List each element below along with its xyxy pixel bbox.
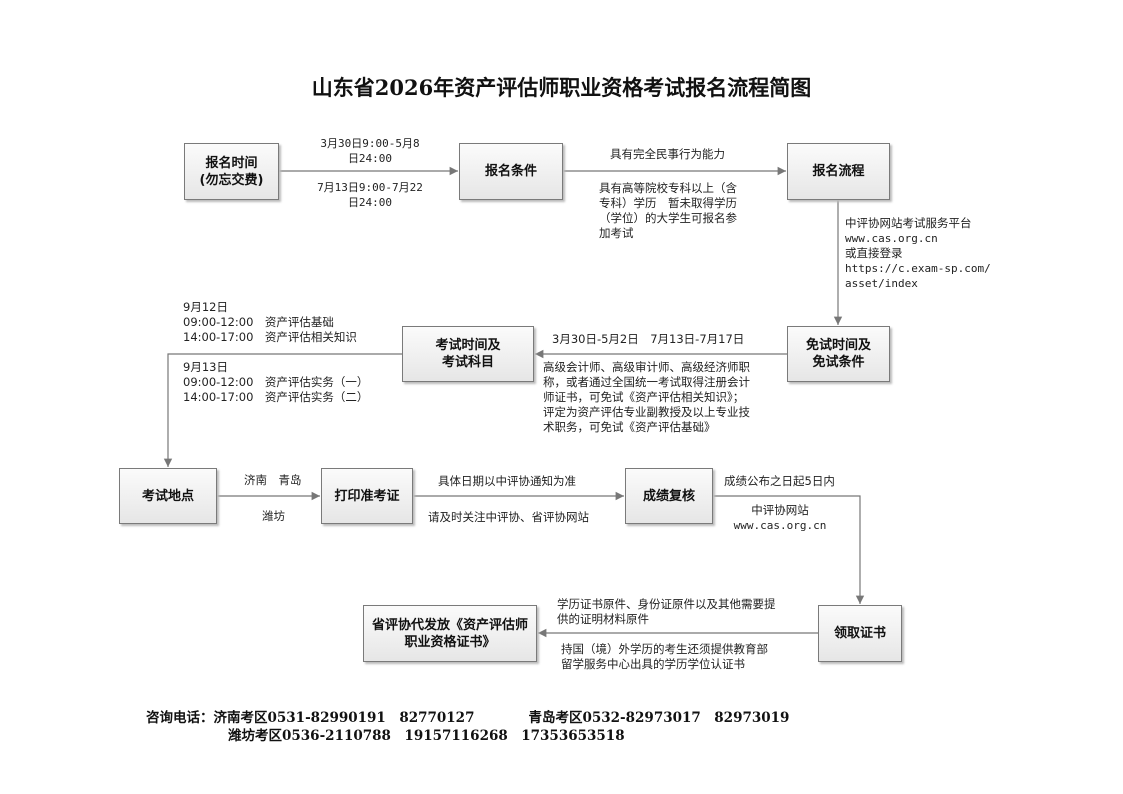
contact-phones-line-1: 咨询电话：济南考区0531-82990191 82770127 青岛考区0532… [146,710,790,726]
exemption-period: 3月30日-5月2日 7月13日-7月17日 [552,332,745,346]
exemption-conditions: 高级会计师、高级审计师、高级经济师职称，或者通过全国统一考试取得注册会计师证书，… [543,360,750,434]
box-label: 免试条件 [812,355,865,370]
box-certificate-issue: 省评协代发放《资产评估师 职业资格证书》 [363,605,537,662]
exam-cities-2: 潍坊 [262,509,285,523]
box-label: 报名条件 [484,164,537,179]
print-date-note: 具体日期以中评协通知为准 [438,474,576,488]
box-label: 成绩复核 [642,488,695,504]
print-website-note: 请及时关注中评协、省评协网站 [428,510,589,524]
exam-cities-1: 济南 青岛 [244,473,302,487]
box-registration-conditions: 报名条件 [459,143,563,200]
review-time: 成绩公布之日起5日内 [724,474,835,488]
box-exemption: 免试时间及 免试条件 [787,326,890,382]
box-label: 领取证书 [833,626,886,641]
box-label: 考试时间及 [435,338,501,353]
box-label: 省评协代发放《资产评估师 [371,617,528,633]
page-title: 山东省2026年资产评估师职业资格考试报名流程简图 [311,75,812,100]
box-label: 职业资格证书》 [404,634,496,650]
receive-foreign-degree: 持国（境）外学历的考生还须提供教育部留学服务中心出具的学历学位认证书 [561,642,768,671]
receive-documents: 学历证书原件、身份证原件以及其他需要提供的证明材料原件 [557,597,776,626]
box-exam-location: 考试地点 [119,468,217,524]
box-print-admission: 打印准考证 [321,468,413,524]
box-label: 报名流程 [812,164,865,179]
box-registration-process: 报名流程 [787,143,890,200]
condition-civil-capacity: 具有完全民事行为能力 [610,147,725,161]
box-label: (勿忘交费) [199,172,264,188]
box-label: 报名时间 [205,155,258,171]
box-label: 免试时间及 [805,338,871,353]
box-receive-certificate: 领取证书 [818,605,902,662]
box-exam-time-subjects: 考试时间及 考试科目 [402,326,534,382]
box-label: 考试科目 [441,355,494,370]
contact-phones-line-2: 潍坊考区0536-2110788 19157116268 17353653518 [228,728,625,744]
box-score-review: 成绩复核 [625,468,713,524]
condition-education: 具有高等院校专科以上（含专科）学历 暂未取得学历（学位）的大学生可报名参加考试 [599,181,737,240]
box-label: 考试地点 [141,488,194,504]
box-label: 打印准考证 [334,488,400,504]
box-registration-time: 报名时间 (勿忘交费) [184,143,279,200]
